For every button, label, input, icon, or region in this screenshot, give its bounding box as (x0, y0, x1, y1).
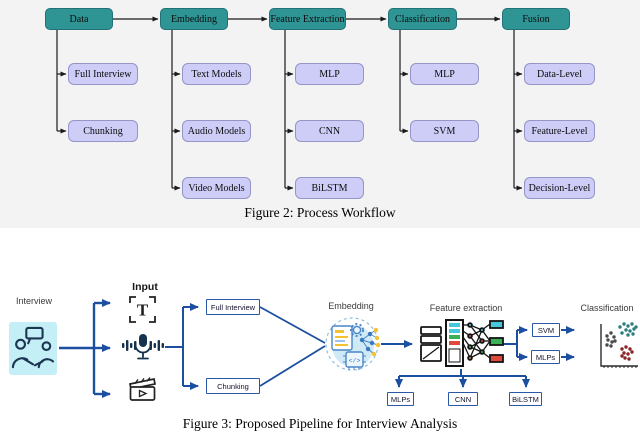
scatter-plot-icon (600, 322, 638, 368)
node-text-models: Text Models (182, 63, 251, 85)
header-box-embedding: Embedding (160, 8, 228, 30)
video-clapper-icon (129, 377, 156, 401)
node-decision-level: Decision-Level (524, 177, 595, 199)
header-box-data: Data (45, 8, 113, 30)
svm-box: SVM (532, 323, 560, 337)
node-cnn: CNN (295, 120, 364, 142)
text-glyph: T (137, 301, 149, 320)
node-svm: SVM (410, 120, 479, 142)
chunking-box: Chunking (206, 378, 260, 394)
figure2-caption: Figure 2: Process Workflow (244, 205, 396, 220)
figure2-workflow-diagram: Data Embedding Feature Extraction Classi… (0, 0, 640, 228)
feature-extraction-network-icon (420, 319, 504, 367)
cnn-box: CNN (448, 392, 478, 406)
classification-label: Classification (580, 303, 634, 313)
figure3-caption: Figure 3: Proposed Pipeline for Intervie… (182, 416, 458, 431)
interview-source-box (9, 322, 57, 375)
feature-extraction-label: Feature extraction (429, 303, 503, 313)
node-audio-models: Audio Models (182, 120, 251, 142)
node-mlp-cls: MLP (410, 63, 479, 85)
mlps-right-box: MLPs (531, 350, 560, 364)
node-video-models: Video Models (182, 177, 251, 199)
interview-people-icon (11, 326, 55, 368)
header-box-feature-extraction: Feature Extraction (269, 8, 346, 30)
node-feature-level: Feature-Level (524, 120, 595, 142)
text-input-icon: T (129, 296, 156, 323)
interview-label: Interview (15, 296, 52, 306)
node-mlp-fe: MLP (295, 63, 364, 85)
mlps-bottom-box: MLPs (387, 392, 414, 406)
embedding-label: Embedding (328, 301, 374, 311)
node-chunking: Chunking (68, 120, 138, 142)
header-box-classification: Classification (388, 8, 457, 30)
node-full-interview: Full Interview (68, 63, 138, 85)
microphone-icon (122, 334, 164, 360)
node-bilstm: BiLSTM (295, 177, 364, 199)
bilstm-box: BiLSTM (509, 392, 542, 406)
figure3-pipeline-diagram: Interview Input T (0, 228, 640, 439)
embedding-icon: </> (325, 317, 380, 371)
figure3-connectors (59, 299, 575, 398)
embedding-chip-glyph: </> (349, 358, 361, 365)
header-box-fusion: Fusion (502, 8, 570, 30)
input-label: Input (132, 281, 158, 293)
figure2-connectors (56, 16, 523, 191)
node-data-level: Data-Level (524, 63, 595, 85)
full-interview-box: Full Interview (206, 299, 260, 315)
